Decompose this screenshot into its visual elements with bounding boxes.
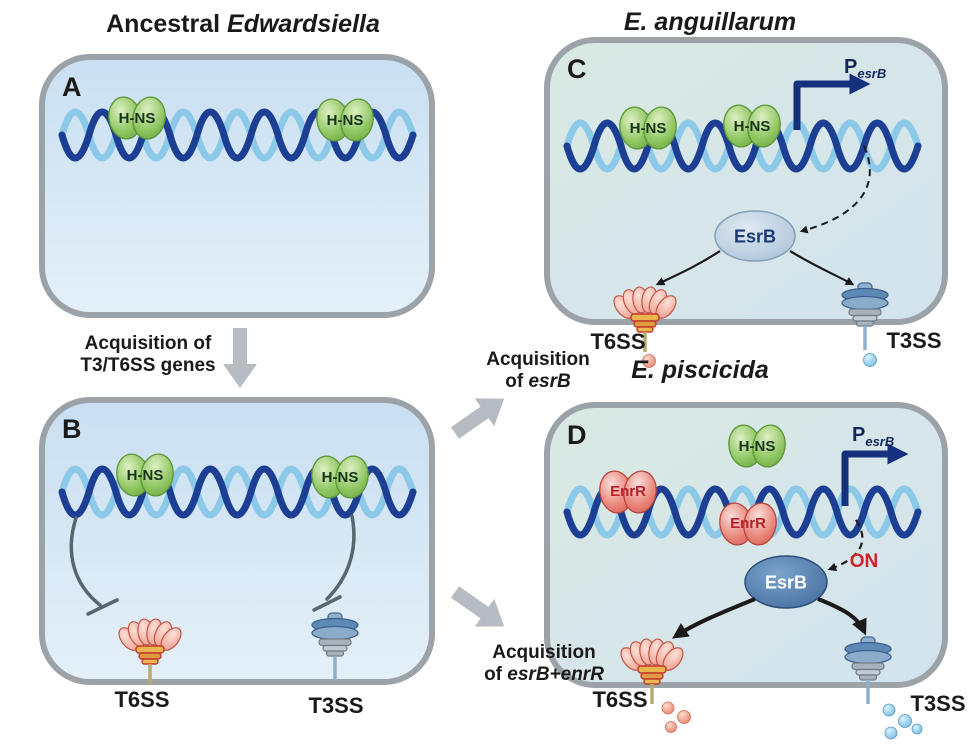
hns-label-b1: H-NS	[126, 467, 164, 485]
activation-arrow-t6ss-d	[672, 597, 756, 639]
promoter-arrow-d	[841, 443, 909, 506]
repression-line-t6ss	[69, 516, 119, 616]
promoter-sub-d: esrB	[865, 434, 895, 449]
t3ss-label-d: T3SS	[910, 691, 966, 717]
promoter-sub-c: esrB	[857, 66, 887, 81]
hns-label-d: H-NS	[738, 438, 776, 456]
effector-dot-blue-c	[863, 353, 877, 367]
t6ss-label-c: T6SS	[590, 329, 646, 355]
cell-b	[39, 397, 435, 685]
esrb-protein-d	[744, 555, 828, 609]
hns-label-c2: H-NS	[733, 118, 771, 136]
transition-b-to-d-label: Acquisition of esrB+enrR	[484, 642, 604, 686]
title-ancestral: Ancestral Edwardsiella	[106, 10, 380, 40]
repression-line-t3ss	[312, 514, 356, 612]
transition-a-to-b-label: Acquisition of T3/T6SS genes	[80, 333, 216, 377]
title-piscicida: E. piscicida	[631, 356, 769, 384]
promoter-arrow-c	[793, 73, 871, 130]
enrr-label-d1: EnrR	[610, 483, 646, 501]
promoter-label-c: PesrB	[844, 56, 887, 81]
effector-dots-blue-d	[882, 703, 923, 740]
title-anguillarum: E. anguillarum	[623, 8, 797, 36]
esrb-label-d: EsrB	[764, 572, 808, 593]
hns-label-a2: H-NS	[326, 112, 364, 130]
t6ss-label-b: T6SS	[114, 687, 170, 713]
enrr-label-d2: EnrR	[730, 515, 766, 533]
arrow-b-to-c	[445, 384, 514, 447]
t3ss-label-c: T3SS	[886, 328, 942, 354]
panel-letter-d: D	[567, 420, 587, 450]
panel-letter-c: C	[567, 54, 587, 84]
arrow-a-to-b	[223, 328, 257, 388]
t3ss-label-b: T3SS	[308, 693, 364, 719]
esrb-protein-c	[714, 210, 796, 262]
title-ancestral-species: Edwardsiella	[227, 10, 380, 38]
effector-dot-pink-c	[642, 354, 656, 368]
cell-a	[39, 54, 435, 318]
panel-letter-b: B	[62, 414, 82, 444]
dashed-arrow-c	[799, 145, 871, 234]
t6ss-label-d: T6SS	[592, 687, 648, 713]
panel-letter-a: A	[62, 72, 82, 102]
promoter-label-d: PesrB	[852, 424, 895, 449]
activation-arrow-t3ss-d	[817, 597, 867, 636]
arrow-b-to-d	[445, 578, 514, 641]
transition-b-to-c-label: Acquisition of esrB	[486, 349, 590, 393]
title-ancestral-prefix: Ancestral	[106, 10, 221, 38]
esrb-label-c: EsrB	[733, 226, 777, 247]
effector-dots-pink-d	[661, 701, 691, 733]
activation-arrow-t3ss-c	[789, 250, 855, 286]
activation-arrow-t6ss-c	[655, 250, 721, 286]
hns-label-a1: H-NS	[118, 110, 156, 128]
hns-label-b2: H-NS	[321, 469, 359, 487]
cell-c	[544, 37, 948, 325]
on-label: ON	[849, 550, 879, 572]
hns-label-c1: H-NS	[629, 120, 667, 138]
